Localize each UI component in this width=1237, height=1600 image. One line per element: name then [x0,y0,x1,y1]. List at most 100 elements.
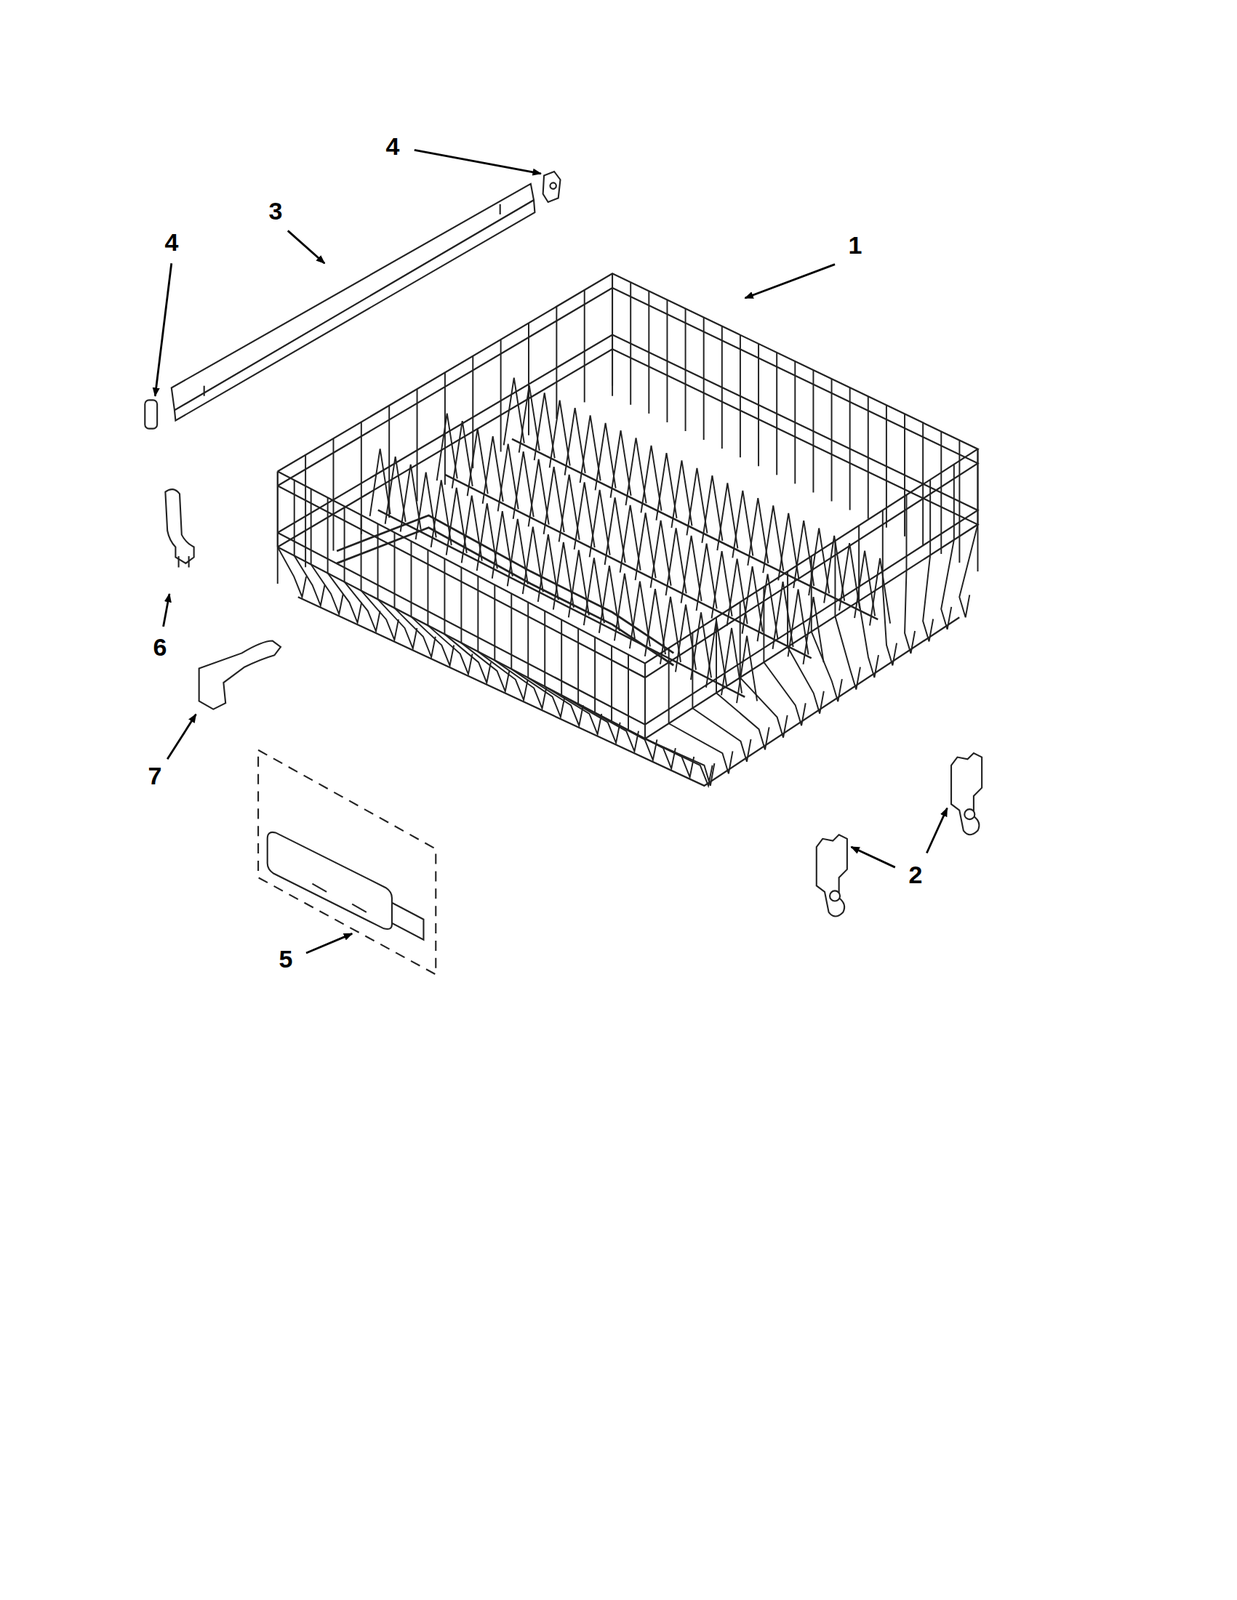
rack-stop [199,641,281,710]
rack-wire [332,438,334,551]
rack-wire [812,370,814,493]
rack-wire [644,663,646,739]
rack-wire [594,637,596,713]
rack-wire [444,634,491,683]
rack-wire [527,677,584,726]
rack-wire [394,533,396,609]
callout-number: 7 [146,762,165,790]
rack-wire [294,555,326,606]
rack-wire [360,422,363,535]
rack-wire [834,541,836,617]
rack-wire [959,525,978,619]
rack-wire [629,282,632,405]
rack-wire [578,703,639,752]
rack-wire [555,306,558,419]
rack-wire [304,455,307,568]
rack-wire [544,686,602,735]
rack-wire [645,738,715,787]
rack-wire [645,738,713,787]
rack-wire [594,712,657,760]
rack-wire [527,602,529,678]
rack-wire [460,567,462,644]
rack-wire [471,356,474,469]
rack-wire [794,361,796,484]
callout-number: 2 [906,861,926,889]
rack-wire [410,541,412,618]
rack-wire [757,343,760,467]
rack-wire [336,527,674,666]
leader-line [154,149,947,954]
callout-number: 1 [846,231,865,259]
rack-wire [647,290,650,414]
rack-wire [427,625,472,675]
rack-wire [922,422,924,545]
rack-wire [410,616,454,666]
rack-wire [736,636,758,704]
rack-wire [977,449,979,572]
rack-wire [277,471,279,584]
rack-wire [560,619,563,696]
rack-wire [644,663,646,739]
callout-number: 6 [151,633,170,662]
callout-number: 3 [266,197,286,225]
callout-number: 5 [277,945,296,974]
rack-wire [692,708,751,763]
rack-wire [277,287,979,678]
rack-wire [500,339,502,452]
rack-wire [543,610,546,687]
rack-wire [493,584,496,661]
rack-wire [721,326,723,449]
rack-wire [885,405,888,528]
rack-wire [394,607,436,657]
rack-wire [811,631,843,702]
wheel-assembly [816,753,982,918]
rack-wire [610,645,613,722]
rack-wire [611,721,676,769]
rack-wire [703,317,705,440]
rack-wire [426,550,429,627]
rack-rail [171,183,536,422]
rack-wire [277,349,979,739]
callout-number: 4 [162,228,182,256]
end-cap [144,171,560,430]
rack-wire [941,540,955,630]
upper-rack [277,273,979,787]
rack-wire [858,601,879,678]
rack-wire [929,479,931,556]
rack-wire [577,628,579,704]
callout-number: 4 [383,132,403,160]
rack-wire [277,273,979,664]
rack-wire [461,642,510,692]
rack-wire [831,378,833,502]
rack-wire [669,723,734,774]
rack-wire [904,570,915,654]
rack-clip [165,489,194,568]
rack-wire [611,273,614,396]
rack-wire [922,555,934,643]
rack-wire [905,495,907,571]
rack-wire [740,677,788,739]
rack-wire [627,654,630,731]
rack-wire [958,440,960,563]
rack-wire [527,322,530,435]
rack-wire [834,616,860,691]
rack-wire [903,413,906,536]
rack-wire [628,730,694,778]
rack-wire [510,593,512,670]
rack-wire [310,489,312,566]
rack-wire [869,558,891,627]
rack-wire [611,273,614,386]
rack-wire [867,396,870,519]
rack-wire [477,576,479,653]
rack-wire [803,597,824,665]
rack-wire [739,335,742,458]
rack-wire [763,662,806,726]
rack-wire [739,602,742,678]
rack-wire [953,464,955,541]
rack-wire [685,309,687,432]
rack-wire [666,300,668,423]
rack-wire [277,546,307,598]
handle-kit [258,750,436,976]
rack-wire [775,352,778,475]
